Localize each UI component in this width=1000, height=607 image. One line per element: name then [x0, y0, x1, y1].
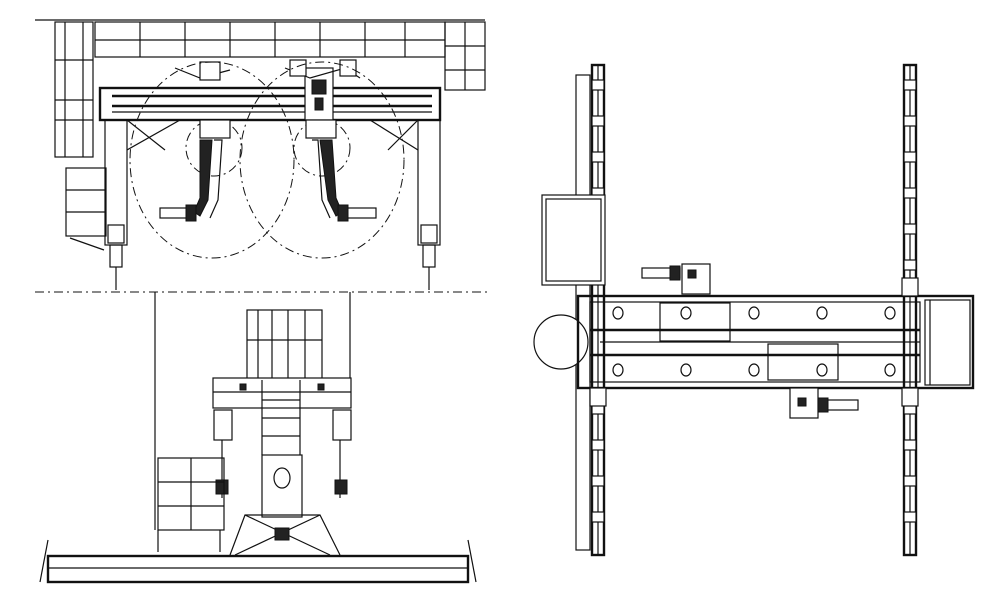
rail-bolt	[591, 79, 605, 91]
side-cross-beam	[212, 377, 352, 409]
rail-bolt	[591, 151, 605, 163]
side-base-frame	[229, 514, 341, 556]
side-left-arm	[213, 409, 233, 498]
side-ladder	[261, 380, 301, 455]
front-left-ladder-cage	[54, 21, 107, 237]
plan-trolley-panels	[659, 302, 839, 381]
rail-bolt	[591, 115, 605, 127]
plan-clamp-bottom-right	[901, 387, 919, 407]
front-swing-envelopes	[129, 61, 405, 259]
side-rail-base	[39, 539, 477, 584]
front-main-beam	[98, 86, 442, 122]
rail-bolt	[591, 511, 605, 523]
rail-bolt	[903, 151, 917, 163]
plan-main-crossbeam	[576, 294, 975, 390]
front-top-mechanisms	[174, 59, 361, 81]
rail-bolt	[903, 439, 917, 451]
front-right-manipulator-arm	[305, 119, 377, 222]
rail-bolt	[591, 439, 605, 451]
rail-bolt	[903, 115, 917, 127]
plan-right-rail	[902, 63, 918, 557]
plan-view	[533, 63, 975, 557]
rail-bolt	[903, 223, 917, 235]
front-right-column	[369, 119, 441, 290]
rail-bolt	[903, 511, 917, 523]
plan-clamp-bottom-left	[589, 387, 607, 407]
front-elevation-view	[35, 19, 487, 293]
front-upper-railing	[94, 21, 446, 58]
side-central-column	[261, 454, 303, 518]
front-right-cage	[444, 21, 486, 91]
plan-lower-manipulator	[789, 387, 859, 419]
rail-bolt	[903, 187, 917, 199]
plan-rail-bolts	[591, 79, 917, 523]
plan-beam-holes	[612, 306, 896, 377]
front-left-column	[69, 119, 181, 290]
side-left-cage	[157, 457, 225, 552]
plan-cabinet	[541, 194, 606, 286]
side-elevation-view	[39, 292, 477, 584]
rail-bolt	[903, 259, 917, 271]
plan-upper-manipulator	[641, 263, 711, 295]
rail-bolt	[903, 79, 917, 91]
plan-round-tank	[533, 314, 589, 370]
rail-bolt	[903, 475, 917, 487]
side-top-cage	[246, 309, 323, 381]
side-right-arm	[332, 409, 352, 498]
front-left-manipulator-arm	[159, 119, 231, 222]
rail-bolt	[591, 475, 605, 487]
plan-clamp-top-right	[901, 277, 919, 297]
